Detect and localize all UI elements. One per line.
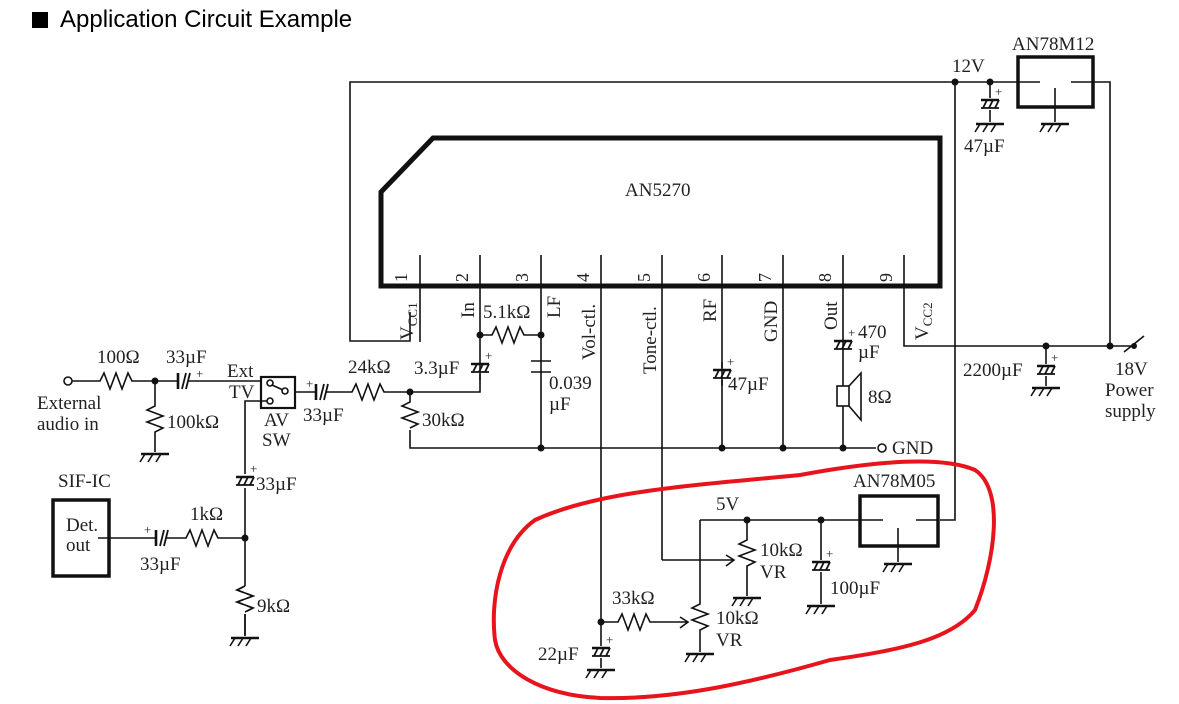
pin-2-number: 2: [452, 273, 472, 282]
pin-8-number: 8: [815, 273, 835, 282]
cap-47u-12v-label: 47µF: [964, 136, 1005, 157]
vr-vol-label: 10kΩ: [716, 608, 759, 629]
switch-tv-label: TV: [229, 382, 255, 403]
vr-tone-label: 10kΩ: [760, 540, 803, 561]
gnd-label: GND: [892, 438, 933, 459]
res-33k-label: 33kΩ: [612, 588, 655, 609]
ext-input-label-2: audio in: [37, 414, 99, 435]
cap-lf-label-2: µF: [549, 394, 571, 415]
heading-text: Application Circuit Example: [60, 6, 353, 33]
cap-input-label: 33µF: [166, 347, 207, 368]
power-label-1: 18V: [1115, 359, 1148, 380]
pin-5-label: Tone-ctl.: [640, 306, 661, 374]
regulator-an78m12-label: AN78M12: [1012, 34, 1094, 55]
pin-3-number: 3: [512, 273, 532, 282]
cap-after-sw-label: 33µF: [303, 405, 344, 426]
cap-100u-label: 100µF: [830, 578, 880, 599]
cap-det-label: 33µF: [140, 554, 181, 575]
av-switch: [259, 375, 297, 410]
cap-out-label-1: 470: [858, 322, 887, 343]
res-5k1-label: 5.1kΩ: [483, 302, 530, 323]
pin-4-label: Vol-ctl.: [579, 304, 600, 360]
vr-vol-tag: VR: [716, 630, 743, 651]
pin-7-label: GND: [761, 301, 782, 342]
power-label-2: Power: [1105, 380, 1154, 401]
section-heading: Application Circuit Example: [32, 6, 352, 34]
pin-5-number: 5: [634, 273, 654, 282]
pin-1-number: 1: [391, 273, 411, 282]
pin-1-label: VCC1: [397, 302, 420, 340]
cap-in-label: 3.3µF: [414, 358, 459, 379]
cap-tv-label: 33µF: [256, 474, 297, 495]
speaker-icon: [836, 385, 850, 407]
black-square-icon: [32, 12, 48, 28]
pin-6-number: 6: [694, 273, 714, 282]
vr-tone-tag: VR: [760, 562, 787, 583]
svg-text:+: +: [196, 366, 203, 381]
cap-lf-label-1: 0.039: [549, 373, 592, 394]
regulator-an78m05: [858, 494, 940, 548]
switch-label-1: AV: [264, 410, 289, 431]
res-9k-label: 9kΩ: [257, 596, 290, 617]
red-annotation-loop: [491, 459, 996, 701]
ext-input-label-1: External: [37, 393, 101, 414]
regulator-an78m05-label: AN78M05: [853, 471, 935, 492]
det-label-2: out: [66, 535, 91, 556]
det-label-1: Det.: [66, 515, 98, 536]
pin-9-number: 9: [876, 273, 896, 282]
ic-an5270: [378, 135, 943, 289]
svg-text:+: +: [144, 522, 151, 537]
sif-ic-label: SIF-IC: [58, 471, 111, 492]
res-1k-label: 1kΩ: [190, 504, 223, 525]
pin-3-label: LF: [544, 296, 565, 318]
cap-2200u-label: 2200µF: [963, 360, 1023, 381]
switch-label-2: SW: [262, 430, 291, 451]
svg-text:+: +: [306, 376, 313, 391]
speaker-label: 8Ω: [868, 387, 892, 408]
power-label-3: supply: [1105, 401, 1156, 422]
res-100-label: 100Ω: [97, 347, 140, 368]
pin-4-number: 4: [573, 273, 593, 282]
cap-out-label-2: µF: [858, 342, 880, 363]
pin-6-label: RF: [700, 299, 721, 322]
switch-ext-label: Ext: [227, 361, 254, 382]
pin-8-label: Out: [821, 301, 842, 330]
pin-7-number: 7: [755, 273, 775, 282]
res-100k-label: 100kΩ: [167, 412, 219, 433]
sif-ic-block: [51, 498, 111, 578]
cap-rf-label: 47µF: [728, 374, 769, 395]
res-30k-label: 30kΩ: [422, 410, 465, 431]
pin-2-label: In: [458, 302, 479, 318]
ic-name: AN5270: [625, 180, 690, 201]
cap-22u-label: 22µF: [538, 644, 579, 665]
pin-9-label: VCC2: [912, 302, 935, 340]
rail-5v-label: 5V: [716, 494, 740, 515]
res-24k-label: 24kΩ: [348, 357, 391, 378]
rail-12v-label: 12V: [952, 56, 985, 77]
